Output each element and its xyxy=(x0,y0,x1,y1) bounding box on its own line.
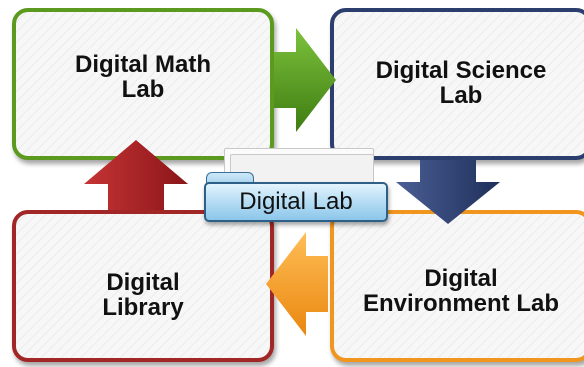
box-digital-library: Digital Library xyxy=(12,210,274,362)
box-digital-environment-lab: Digital Environment Lab xyxy=(330,210,584,362)
arrow-down-icon xyxy=(396,160,500,224)
label-digital-library: Digital Library xyxy=(102,269,184,321)
label-digital-math-lab: Digital Math Lab xyxy=(75,51,211,103)
digital-lab-folder: Digital Lab xyxy=(200,148,392,230)
arrow-up-icon xyxy=(84,140,188,210)
label-digital-lab: Digital Lab xyxy=(239,188,353,215)
folder-body: Digital Lab xyxy=(204,182,388,222)
box-digital-math-lab: Digital Math Lab xyxy=(12,8,274,160)
arrow-right-icon xyxy=(274,28,336,132)
label-digital-environment-lab: Digital Environment Lab xyxy=(362,265,560,317)
arrow-left-icon xyxy=(266,232,328,336)
label-digital-science-lab: Digital Science Lab xyxy=(375,57,547,109)
box-digital-science-lab: Digital Science Lab xyxy=(330,8,584,160)
